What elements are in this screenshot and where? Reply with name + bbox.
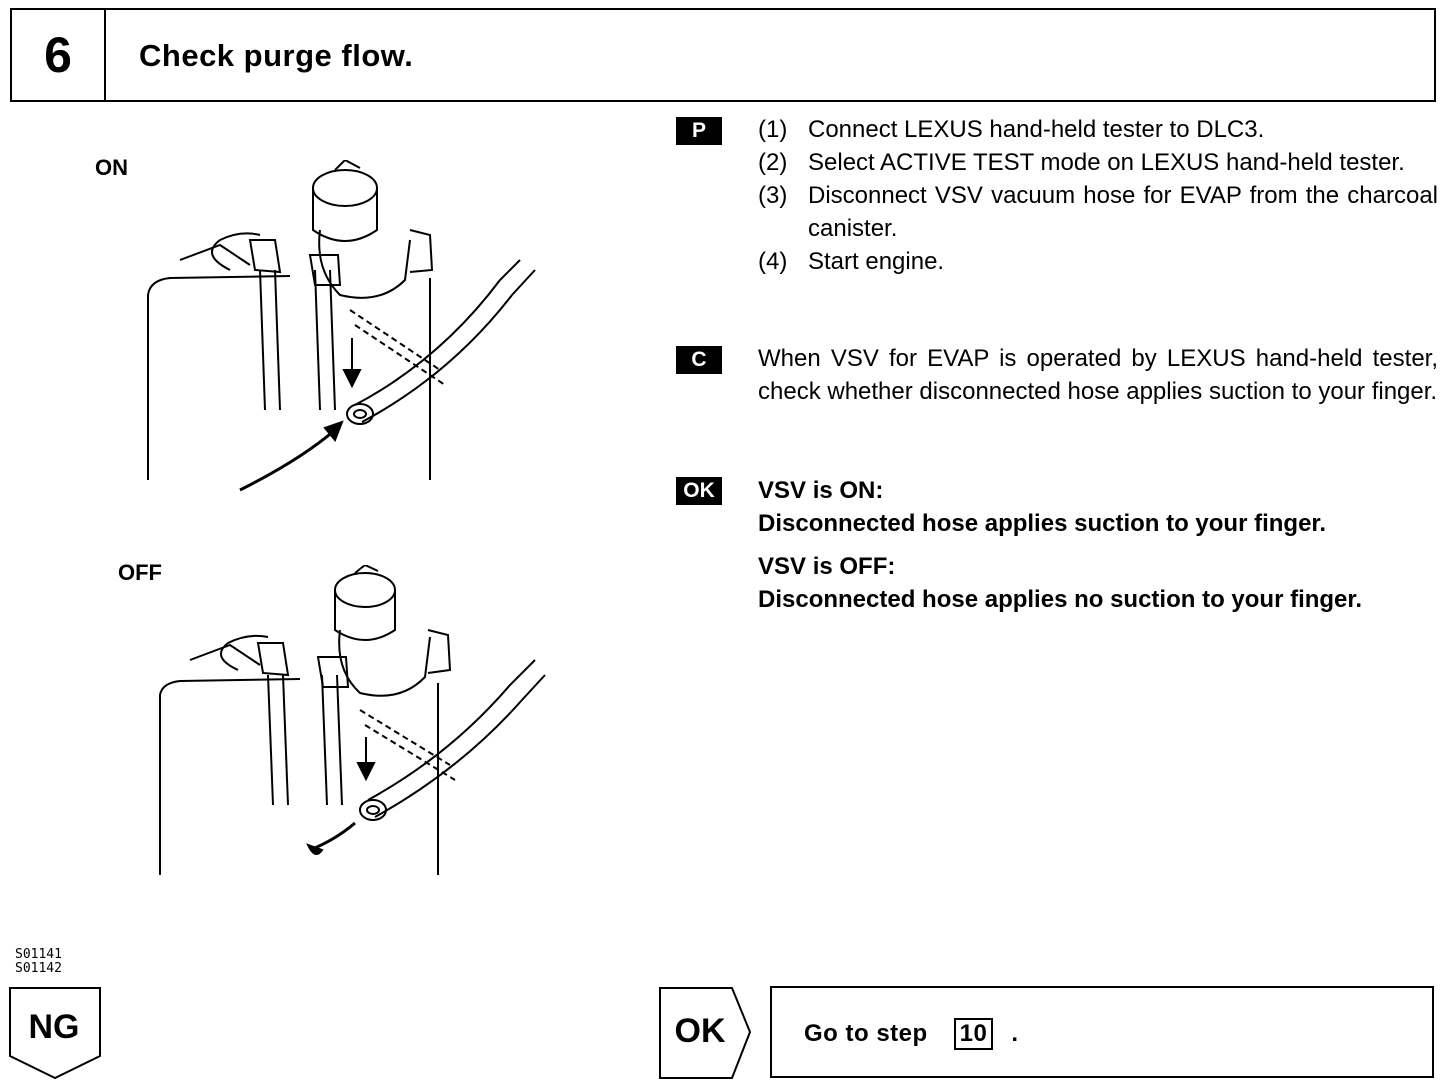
goto-line: Go to step 10. xyxy=(804,1018,1019,1050)
procedure-tag: P xyxy=(676,117,722,145)
ng-badge[interactable] xyxy=(8,986,104,1082)
goto-step-ref[interactable]: 10 xyxy=(953,1018,994,1050)
vsv-off-illustration xyxy=(159,565,546,875)
ok-off-heading: VSV is OFF: xyxy=(758,553,896,580)
procedure-step-text: Select ACTIVE TEST mode on LEXUS hand-he… xyxy=(808,149,1405,176)
ok-result-off: VSV is OFF: Disconnected hose applies no… xyxy=(758,550,1438,616)
ok-on-heading: VSV is ON: xyxy=(758,477,884,504)
procedure-step: (2) Select ACTIVE TEST mode on LEXUS han… xyxy=(758,146,1438,179)
step-number: 6 xyxy=(12,10,106,100)
procedure-step-number: (1) xyxy=(758,116,788,143)
figure-code-2: S01142 xyxy=(15,961,62,976)
goto-box: Go to step 10. xyxy=(770,986,1434,1078)
procedure-step-number: (4) xyxy=(758,248,788,275)
procedure-step-text: Start engine. xyxy=(808,248,945,275)
procedure-step-text: Connect LEXUS hand-held tester to DLC3. xyxy=(808,116,1265,143)
ok-label: OK xyxy=(674,1012,726,1050)
ok-tag: OK xyxy=(676,477,722,505)
step-header: 6 Check purge flow. xyxy=(10,8,1436,102)
figure-off-label: OFF xyxy=(118,560,162,585)
figure-on-label: ON xyxy=(95,155,128,180)
goto-end: . xyxy=(1011,1020,1019,1047)
procedure-step: (4) Start engine. xyxy=(758,245,1438,278)
ok-result-on: VSV is ON: Disconnected hose applies suc… xyxy=(758,474,1438,540)
procedure-list: (1) Connect LEXUS hand-held tester to DL… xyxy=(758,113,1438,278)
ok-on-text: Disconnected hose applies suction to you… xyxy=(758,510,1327,537)
vsv-on-illustration xyxy=(147,160,536,492)
procedure-step-number: (2) xyxy=(758,149,788,176)
ng-label: NG xyxy=(28,1008,80,1046)
procedure-step: (3) Disconnect VSV vacuum hose for EVAP … xyxy=(758,179,1438,245)
figure-code-1: S01141 xyxy=(15,947,62,962)
procedure-step: (1) Connect LEXUS hand-held tester to DL… xyxy=(758,113,1438,146)
procedure-step-number: (3) xyxy=(758,182,788,209)
check-tag: C xyxy=(676,346,722,374)
procedure-step-text: Disconnect VSV vacuum hose for EVAP from… xyxy=(808,182,1438,242)
step-title: Check purge flow. xyxy=(139,38,414,73)
check-text: When VSV for EVAP is operated by LEXUS h… xyxy=(758,345,1438,405)
goto-text: Go to step xyxy=(804,1020,928,1047)
ok-badge[interactable] xyxy=(658,986,754,1082)
ok-off-text: Disconnected hose applies no suction to … xyxy=(758,586,1363,613)
